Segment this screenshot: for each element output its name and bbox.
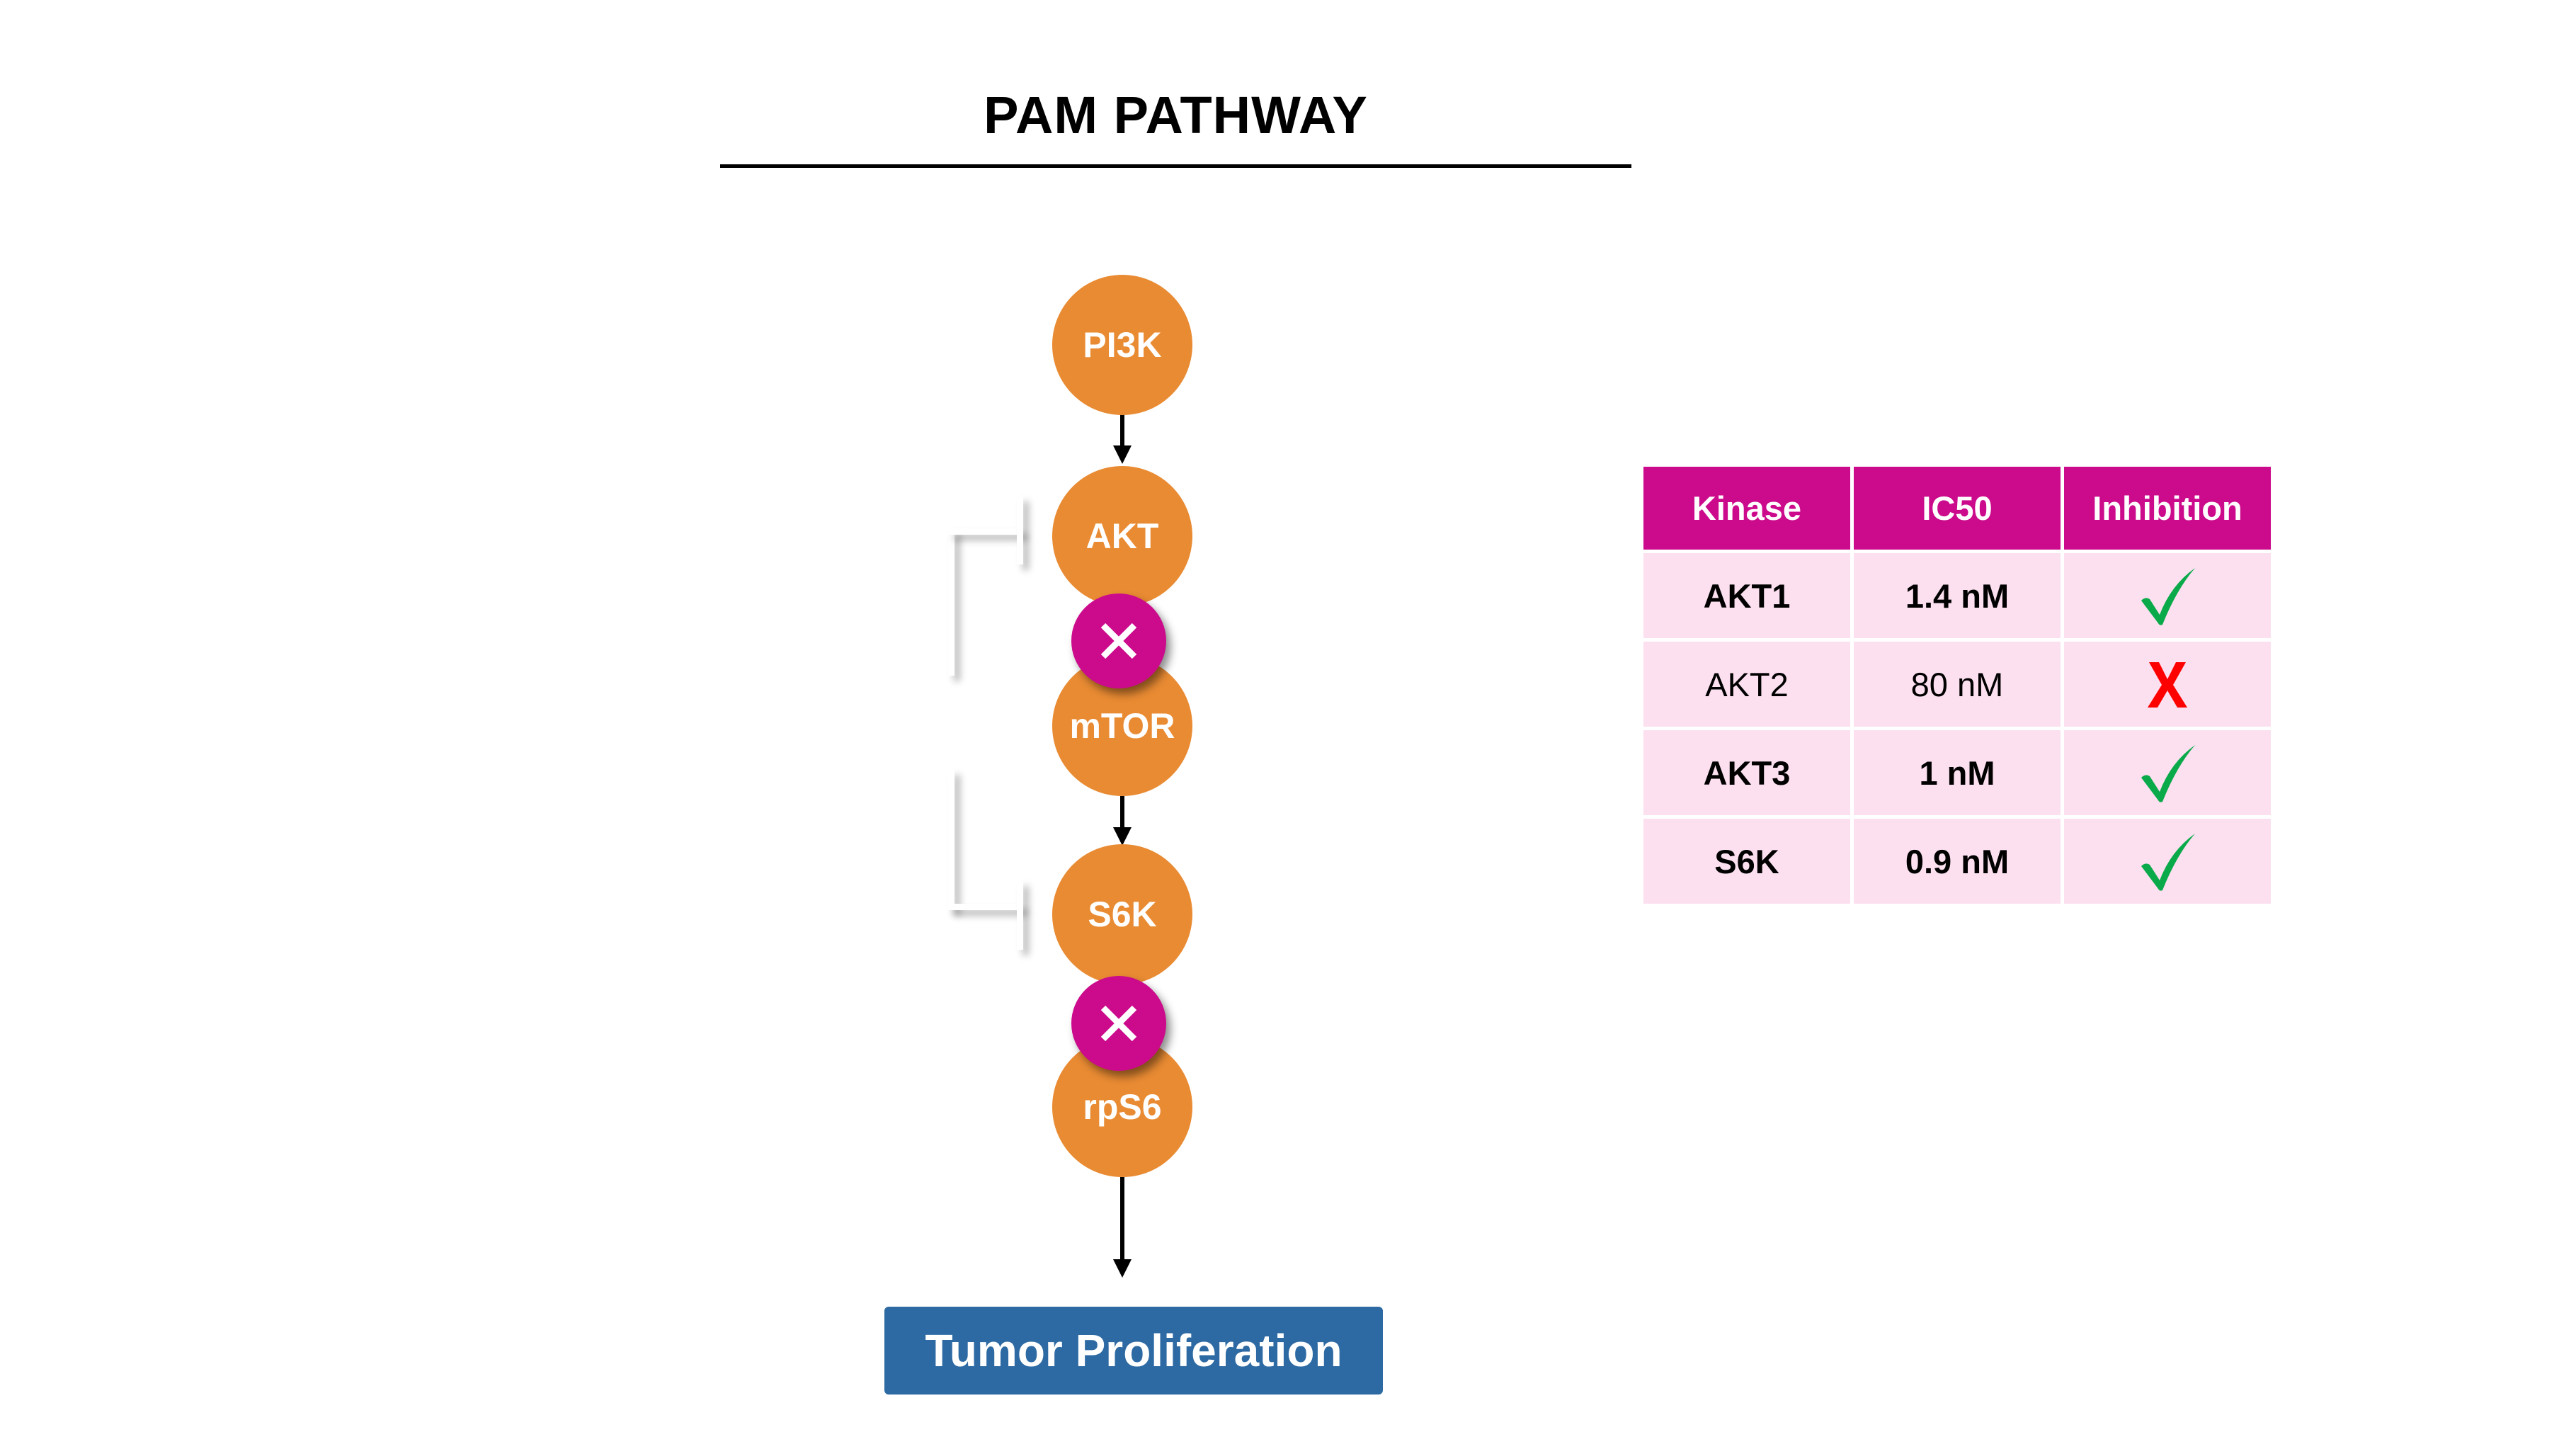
x-icon: [1100, 623, 1137, 659]
check-icon: [2141, 745, 2195, 802]
header-kinase: Kinase: [1643, 467, 1850, 550]
check-icon: [2141, 834, 2195, 891]
node-akt: AKT: [1052, 466, 1192, 606]
node-label: S6K: [1088, 894, 1157, 934]
title-underline: [720, 164, 1631, 168]
bracket-top-vertical: [948, 528, 954, 676]
arrow-mtor-s6k: [1113, 796, 1132, 846]
check-icon: [2141, 568, 2195, 625]
table-row: AKT2 80 nM: [1643, 642, 2271, 727]
page-title: PAM PATHWAY: [984, 86, 1368, 144]
bracket-bottom-tbar: [1017, 880, 1023, 950]
cell-inhibition: [2064, 730, 2271, 815]
inhibitor-s6k-rps6: [1071, 976, 1166, 1071]
cell-inhibition: [2064, 819, 2271, 904]
node-rps6: rpS6: [1052, 1037, 1192, 1177]
cell-ic50: 0.9 nM: [1854, 819, 2061, 904]
cell-kinase: AKT1: [1643, 553, 1850, 638]
cross-icon: [2148, 662, 2187, 708]
cell-kinase: AKT2: [1643, 642, 1850, 727]
outcome-label: Tumor Proliferation: [925, 1325, 1343, 1376]
bracket-top-tbar: [1017, 496, 1023, 564]
node-pi3k: PI3K: [1052, 275, 1192, 415]
inhibitor-akt-mtor: [1071, 593, 1166, 688]
cell-ic50: 80 nM: [1854, 642, 2061, 727]
node-label: PI3K: [1083, 325, 1162, 365]
cell-kinase: S6K: [1643, 819, 1850, 904]
header-inhibition: Inhibition: [2064, 467, 2271, 550]
outcome-box: Tumor Proliferation: [884, 1307, 1383, 1395]
cell-kinase: AKT3: [1643, 730, 1850, 815]
header-ic50: IC50: [1854, 467, 2061, 550]
node-label: rpS6: [1083, 1087, 1162, 1127]
cell-ic50: 1.4 nM: [1854, 553, 2061, 638]
arrow-rps6-outcome: [1113, 1177, 1132, 1278]
cell-inhibition: [2064, 553, 2271, 638]
kinase-table: Kinase IC50 Inhibition AKT1 1.4 nM AKT2 …: [1640, 463, 2274, 907]
node-label: AKT: [1085, 516, 1159, 556]
bracket-top-horizontal: [948, 528, 1022, 535]
cell-inhibition: [2064, 642, 2271, 727]
arrow-pi3k-akt: [1113, 414, 1132, 464]
table-row: S6K 0.9 nM: [1643, 819, 2271, 904]
table-header-row: Kinase IC50 Inhibition: [1643, 467, 2271, 550]
bracket-bottom-vertical: [948, 769, 954, 909]
table-row: AKT1 1.4 nM: [1643, 553, 2271, 638]
bracket-bottom-horizontal: [948, 904, 1022, 910]
node-s6k: S6K: [1052, 844, 1192, 984]
cell-ic50: 1 nM: [1854, 730, 2061, 815]
x-icon: [1100, 1005, 1137, 1042]
table-row: AKT3 1 nM: [1643, 730, 2271, 815]
node-label: mTOR: [1069, 706, 1175, 746]
